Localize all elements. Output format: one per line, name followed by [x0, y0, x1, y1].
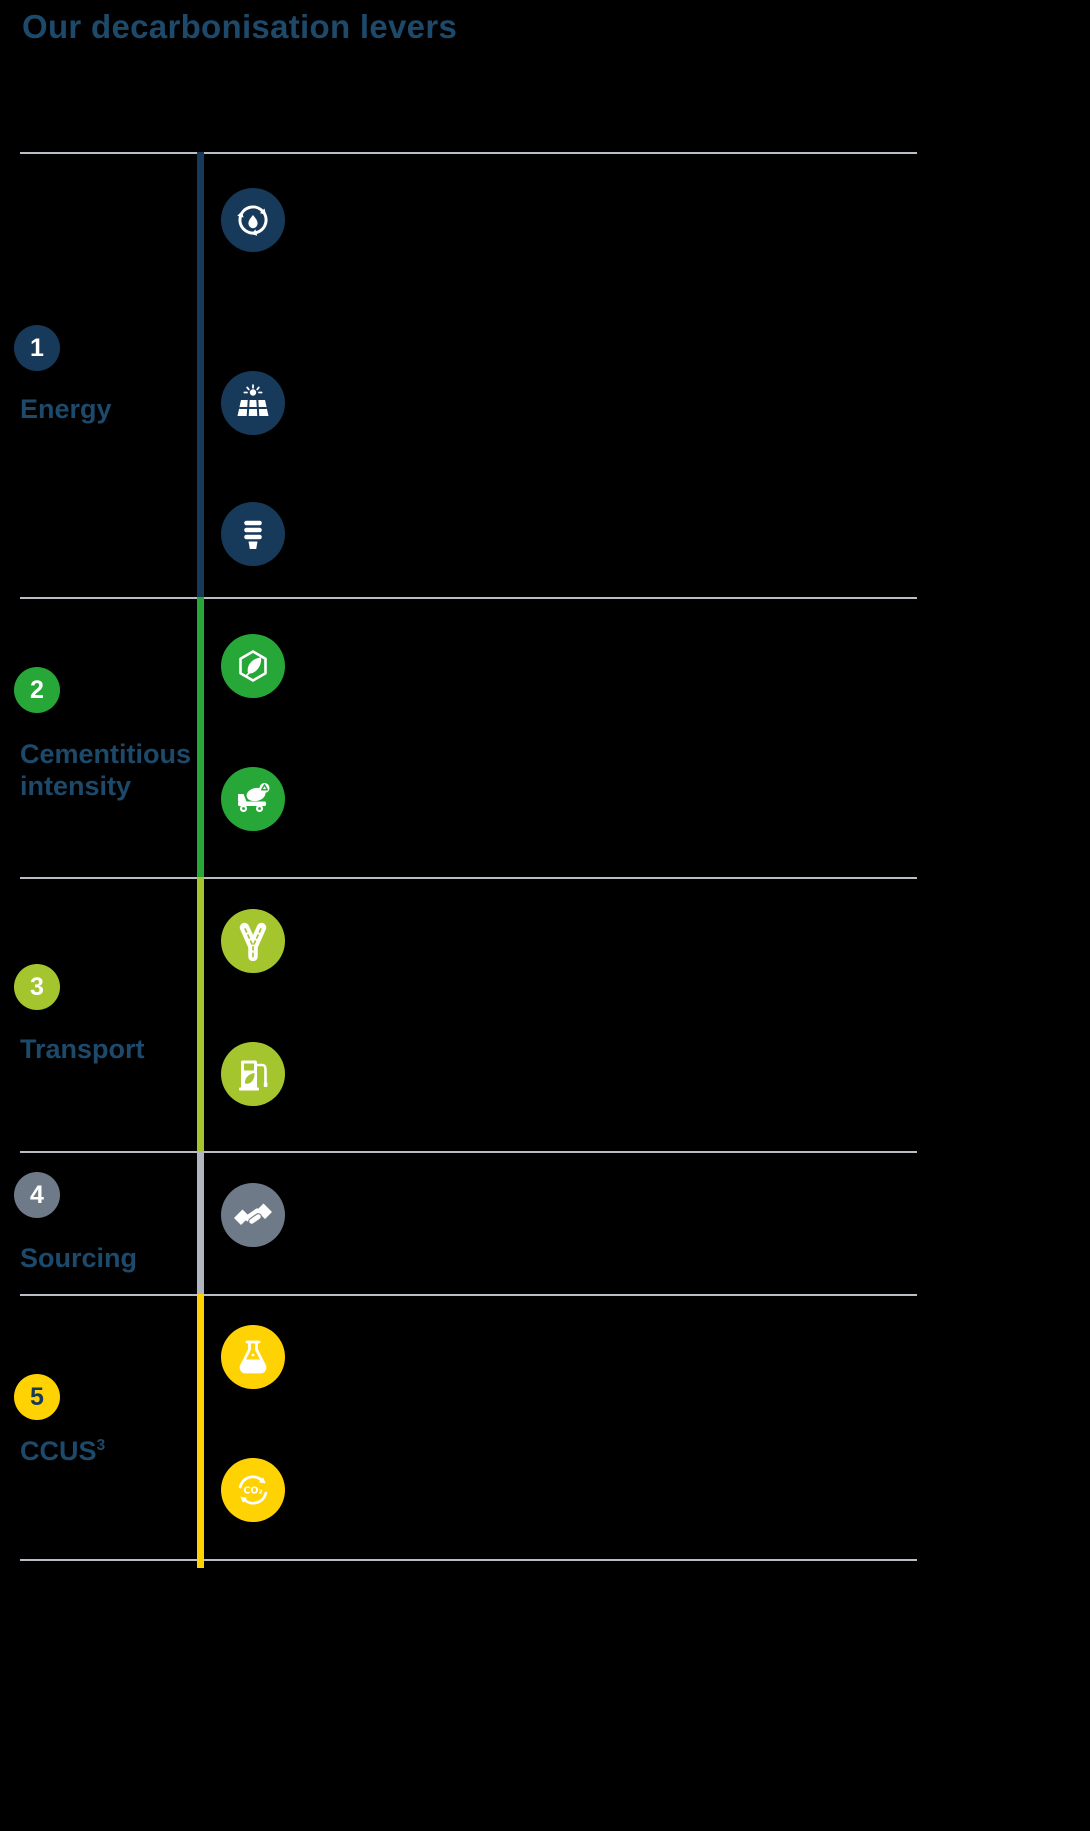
- page-title: Our decarbonisation levers: [22, 8, 458, 45]
- section-number-badge: 3: [14, 964, 60, 1010]
- waste-heat-recovery-icon: [237, 205, 268, 236]
- section-divider: [20, 597, 917, 599]
- icon-circle: [221, 909, 285, 973]
- section-label: Energy: [20, 394, 112, 424]
- section-number: 5: [30, 1382, 44, 1411]
- icon-circle: [221, 1183, 285, 1247]
- cementitious-connector-bar: [197, 597, 204, 877]
- section-divider: [20, 1559, 917, 1561]
- icon-circle: [221, 1042, 285, 1106]
- svg-text:CO₂: CO₂: [243, 1486, 262, 1497]
- section-number-badge: 5: [14, 1374, 60, 1420]
- section-divider: [20, 1294, 917, 1296]
- section-number-badge: 2: [14, 667, 60, 713]
- icon-circle: [221, 502, 285, 566]
- icon-circle: CO₂: [221, 1458, 285, 1522]
- section-label: Transport: [20, 1034, 145, 1064]
- section-number: 3: [30, 972, 44, 1001]
- section-number-badge: 1: [14, 325, 60, 371]
- solar-energy-icon: [237, 384, 269, 417]
- co2-cycle-icon: CO₂: [238, 1475, 268, 1505]
- handshake-icon: [234, 1203, 272, 1225]
- icon-circle: [221, 1325, 285, 1389]
- section-label: CCUS3: [20, 1435, 198, 1467]
- section-number: 4: [30, 1180, 44, 1209]
- section-label-superscript: 3: [96, 1437, 106, 1454]
- efficient-lighting-icon: [244, 520, 262, 549]
- section-divider: [20, 152, 917, 154]
- recycled-materials-truck-icon: [238, 783, 270, 813]
- section-divider: [20, 877, 917, 879]
- section-label: Sourcing: [20, 1243, 138, 1273]
- icon-circle: [221, 188, 285, 252]
- laboratory-flask-icon: [239, 1340, 267, 1374]
- route-split-icon: [239, 922, 267, 961]
- section-divider: [20, 1151, 917, 1153]
- icon-circle: [221, 634, 285, 698]
- icon-circle: [221, 767, 285, 831]
- section-number: 2: [30, 675, 44, 704]
- low-carbon-cement-cube-icon: [239, 650, 267, 682]
- ccus-connector-bar: [197, 1294, 204, 1568]
- alternative-fuel-pump-icon: [239, 1060, 268, 1091]
- section-label: Cementitious intensity: [20, 739, 192, 802]
- section-number: 1: [30, 333, 44, 362]
- transport-connector-bar: [197, 877, 204, 1151]
- sourcing-connector-bar: [197, 1151, 204, 1294]
- section-label-text: CCUS: [20, 1436, 97, 1466]
- section-number-badge: 4: [14, 1172, 60, 1218]
- energy-connector-bar: [197, 152, 204, 597]
- icon-circle: [221, 371, 285, 435]
